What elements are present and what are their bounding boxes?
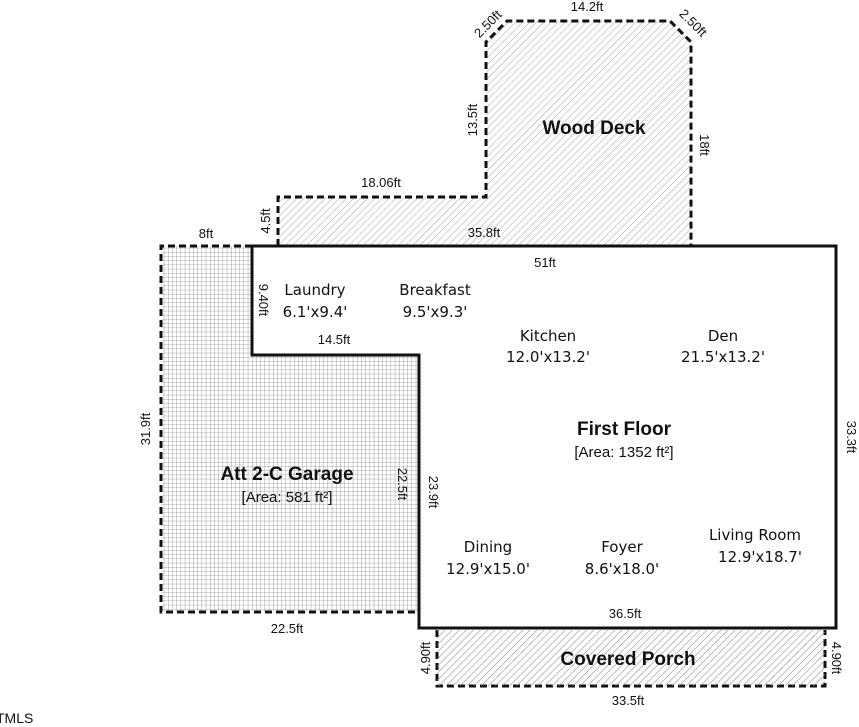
svg-text:21.5'x13.2': 21.5'x13.2' <box>681 348 765 366</box>
room-dining: Dining 12.9'x15.0' <box>446 538 530 578</box>
dim-garage-top: 8ft <box>199 226 214 241</box>
dim-porch-left: 4.90ft <box>418 641 433 674</box>
watermark-text: TMLS <box>0 710 33 726</box>
dim-laundry-side: 9.40ft <box>256 284 271 317</box>
room-living-room: Living Room 12.9'x18.7' <box>709 526 802 566</box>
wood-deck-title: Wood Deck <box>542 118 646 139</box>
dim-porch-bottom: 33.5ft <box>612 693 645 708</box>
garage-area-label: [Area: 581 ft²] <box>242 489 333 506</box>
svg-text:12.9'x15.0': 12.9'x15.0' <box>446 560 530 578</box>
first-floor-area-label: [Area: 1352 ft²] <box>574 444 673 461</box>
dim-house-right: 33.3ft <box>844 421 859 454</box>
dim-house-inner-left: 23.9ft <box>426 476 441 509</box>
room-laundry: Laundry 6.1'x9.4' <box>283 281 348 321</box>
dim-garage-bottom: 22.5ft <box>271 621 304 636</box>
svg-text:Breakfast: Breakfast <box>399 281 471 299</box>
dim-deck-top: 14.2ft <box>571 0 604 14</box>
first-floor-area <box>250 244 838 630</box>
dim-garage-left: 31.9ft <box>138 412 153 445</box>
svg-text:Foyer: Foyer <box>601 538 643 556</box>
garage-title: Att 2-C Garage <box>220 464 353 485</box>
svg-text:8.6'x18.0': 8.6'x18.0' <box>585 560 659 578</box>
svg-text:Living Room: Living Room <box>709 526 801 544</box>
svg-text:9.5'x9.3': 9.5'x9.3' <box>403 303 468 321</box>
first-floor-title: First Floor <box>577 419 672 440</box>
garage-area <box>161 246 419 612</box>
room-foyer: Foyer 8.6'x18.0' <box>585 538 659 578</box>
dim-house-bottom: 36.5ft <box>609 606 642 621</box>
svg-text:Laundry: Laundry <box>284 281 345 299</box>
dim-notch-bottom: 14.5ft <box>318 332 351 347</box>
dim-deck-right: 18ft <box>697 134 712 156</box>
svg-text:12.9'x18.7': 12.9'x18.7' <box>718 548 802 566</box>
svg-text:6.1'x9.4': 6.1'x9.4' <box>283 303 348 321</box>
covered-porch-title: Covered Porch <box>560 649 695 670</box>
dim-deck-step-top: 18.06ft <box>361 175 401 190</box>
svg-text:Den: Den <box>708 327 738 345</box>
dim-deck-step-left: 4.5ft <box>258 208 273 234</box>
svg-text:12.0'x13.2': 12.0'x13.2' <box>506 348 590 366</box>
garage-outline <box>159 244 419 614</box>
dim-garage-right: 22.5ft <box>395 468 410 501</box>
room-kitchen: Kitchen 12.0'x13.2' <box>506 327 590 366</box>
dim-deck-left: 13.5ft <box>465 103 480 136</box>
wood-deck-area <box>276 19 693 246</box>
room-breakfast: Breakfast 9.5'x9.3' <box>399 281 471 321</box>
dim-porch-right: 4.90ft <box>829 642 844 675</box>
room-den: Den 21.5'x13.2' <box>681 327 765 366</box>
svg-text:Kitchen: Kitchen <box>520 327 576 345</box>
dim-house-top: 51ft <box>534 255 556 270</box>
dim-deck-bottom: 35.8ft <box>468 225 501 240</box>
svg-text:Dining: Dining <box>464 538 512 556</box>
